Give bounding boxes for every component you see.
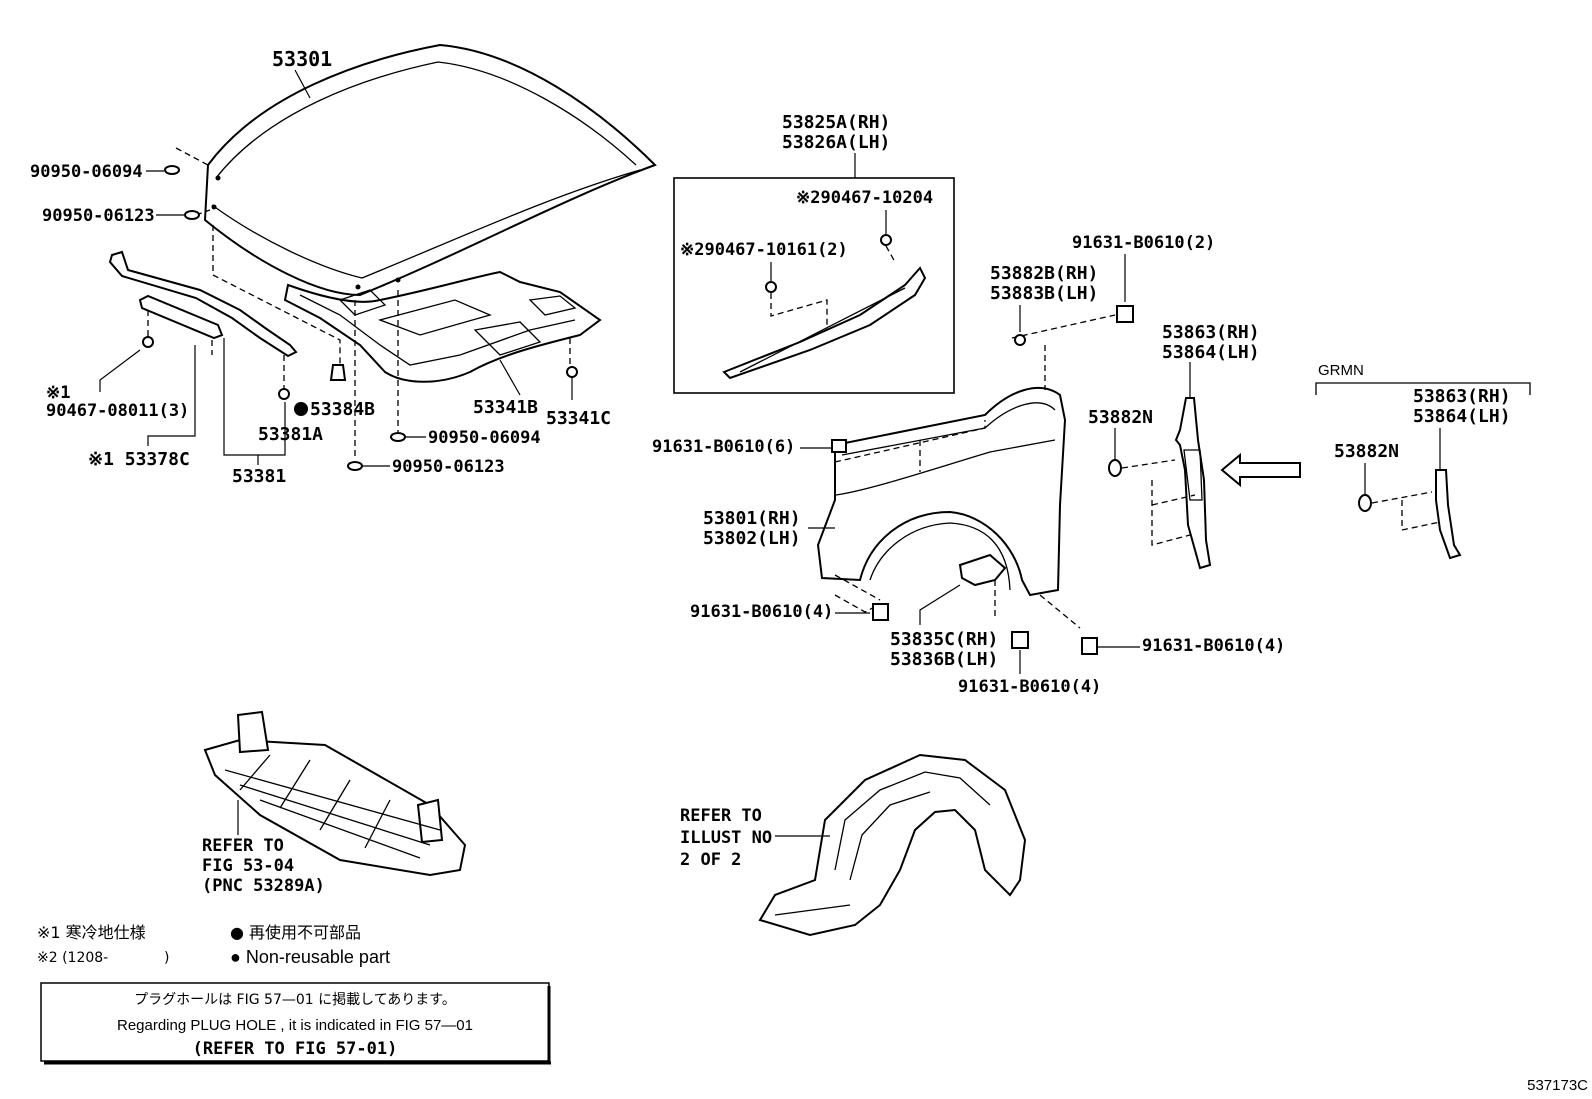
cushion-icon (347, 461, 363, 471)
cushion-label-1: 90950-06094 (30, 162, 143, 182)
cowl-seal-box (673, 177, 955, 394)
cowl-seal-strip[interactable] (722, 266, 927, 380)
mark1-label: ※1 (46, 383, 70, 403)
hood-insulator[interactable] (283, 270, 602, 383)
bracket-rh-label: 53863(RH) (1162, 322, 1260, 343)
fender-bolt-bl-label: 91631-B0610(4) (690, 602, 833, 622)
fender-bolt-br-label: 91631-B0610(4) (1142, 636, 1285, 656)
cowl-clip-a-label: ※290467-10204 (796, 188, 933, 208)
plug-hole-line3: (REFER TO FIG 57-01) (193, 1039, 398, 1059)
note-cold-area: ※1 寒冷地仕様 (37, 923, 146, 942)
fender-seal-lh-label: 53883B(LH) (990, 283, 1098, 304)
grmn-rh-label: 53863(RH) (1413, 386, 1511, 407)
seal-clip-label: 90467-08011(3) (46, 401, 189, 421)
fender-bolt-top-label: 91631-B0610(6) (652, 437, 795, 457)
clip-icon (142, 336, 154, 348)
note-date-a: ※2 (1208- (37, 950, 108, 966)
ref-under-cover-line1: REFER TO (202, 836, 284, 856)
fender-lh-label: 53802(LH) (703, 528, 801, 549)
bracket-lh-label: 53864(LH) (1162, 342, 1260, 363)
fender-liner[interactable] (758, 753, 1027, 937)
grmn-clip-label: 53882N (1334, 441, 1399, 462)
clip-icon (566, 366, 578, 378)
cowl-clip-b-label: ※290467-10161(2) (680, 240, 848, 260)
clip-icon (278, 388, 290, 400)
plug-hole-note-box (40, 982, 550, 1062)
bolt-icon (1116, 305, 1134, 323)
cushion-icon (164, 165, 180, 175)
grmn-label: GRMN (1318, 362, 1364, 379)
note-nonreusable-en: ● Non-reusable part (230, 947, 390, 967)
fender-bolt-upper-label: 91631-B0610(2) (1072, 233, 1215, 253)
bolt-icon (1011, 631, 1029, 649)
fender-protector[interactable] (958, 553, 1007, 587)
engine-under-cover[interactable] (203, 710, 467, 877)
fender-seal-rh-label: 53882B(RH) (990, 263, 1098, 284)
note-date-b: ) (164, 950, 169, 966)
cushion-b-label: 53384B (310, 399, 375, 420)
cowl-seal-lh-label: 53826A(LH) (782, 132, 890, 153)
insulator-cushion-1-label: 90950-06094 (428, 428, 541, 448)
insulator-cushion-2-label: 90950-06123 (392, 457, 505, 477)
cushion-b-icon (329, 364, 347, 381)
ref-liner-line2: ILLUST NO (680, 828, 772, 848)
clip-icon (765, 281, 777, 293)
hood-seal-strip[interactable] (108, 250, 298, 358)
clip-icon (1014, 334, 1026, 346)
seal-53381a-label: 53381A (258, 424, 323, 445)
hood-part-number: 53301 (272, 47, 332, 71)
cushion-label-2: 90950-06123 (42, 206, 155, 226)
fender-bracket[interactable] (1174, 397, 1212, 570)
ref-liner-line1: REFER TO (680, 806, 762, 826)
hood-panel[interactable] (203, 43, 657, 297)
cushion-icon (184, 210, 200, 220)
insulator-53341c-label: 53341C (546, 408, 611, 429)
plug-hole-line2: Regarding PLUG HOLE , it is indicated in… (117, 1017, 473, 1034)
figure-id: 537173C (1527, 1077, 1588, 1094)
clip-icon (1108, 459, 1122, 477)
arrow-left-icon (1220, 452, 1301, 488)
fender-rh-label: 53801(RH) (703, 508, 801, 529)
front-fender[interactable] (816, 386, 1067, 597)
grmn-bracket[interactable] (1435, 469, 1462, 560)
cowl-seal-rh-label: 53825A(RH) (782, 112, 890, 133)
bracket-clip-label: 53882N (1088, 407, 1153, 428)
seal-53381-label: 53381 (232, 466, 286, 487)
ref-liner-line3: 2 OF 2 (680, 850, 741, 870)
seal-53378c-label: ※1 53378C (88, 449, 190, 470)
cushion-icon (390, 432, 406, 442)
protector-rh-label: 53835C(RH) (890, 629, 998, 650)
note-nonreusable-jp: ● 再使用不可部品 (230, 923, 361, 942)
bolt-icon (872, 603, 889, 621)
non-reusable-dot-icon (294, 402, 308, 416)
plug-hole-line1: プラグホールは FIG 57—01 に掲載してあります。 (134, 992, 456, 1008)
clip-icon (1358, 494, 1372, 512)
bolt-icon (831, 439, 847, 453)
protector-lh-label: 53836B(LH) (890, 649, 998, 670)
ref-under-cover-line2: FIG 53-04 (202, 856, 294, 876)
insulator-53341b-label: 53341B (473, 397, 538, 418)
bolt-icon (1081, 637, 1098, 655)
grmn-lh-label: 53864(LH) (1413, 406, 1511, 427)
clip-icon (880, 234, 892, 246)
ref-under-cover-line3: (PNC 53289A) (202, 876, 325, 896)
fender-bolt-mid-label: 91631-B0610(4) (958, 677, 1101, 697)
